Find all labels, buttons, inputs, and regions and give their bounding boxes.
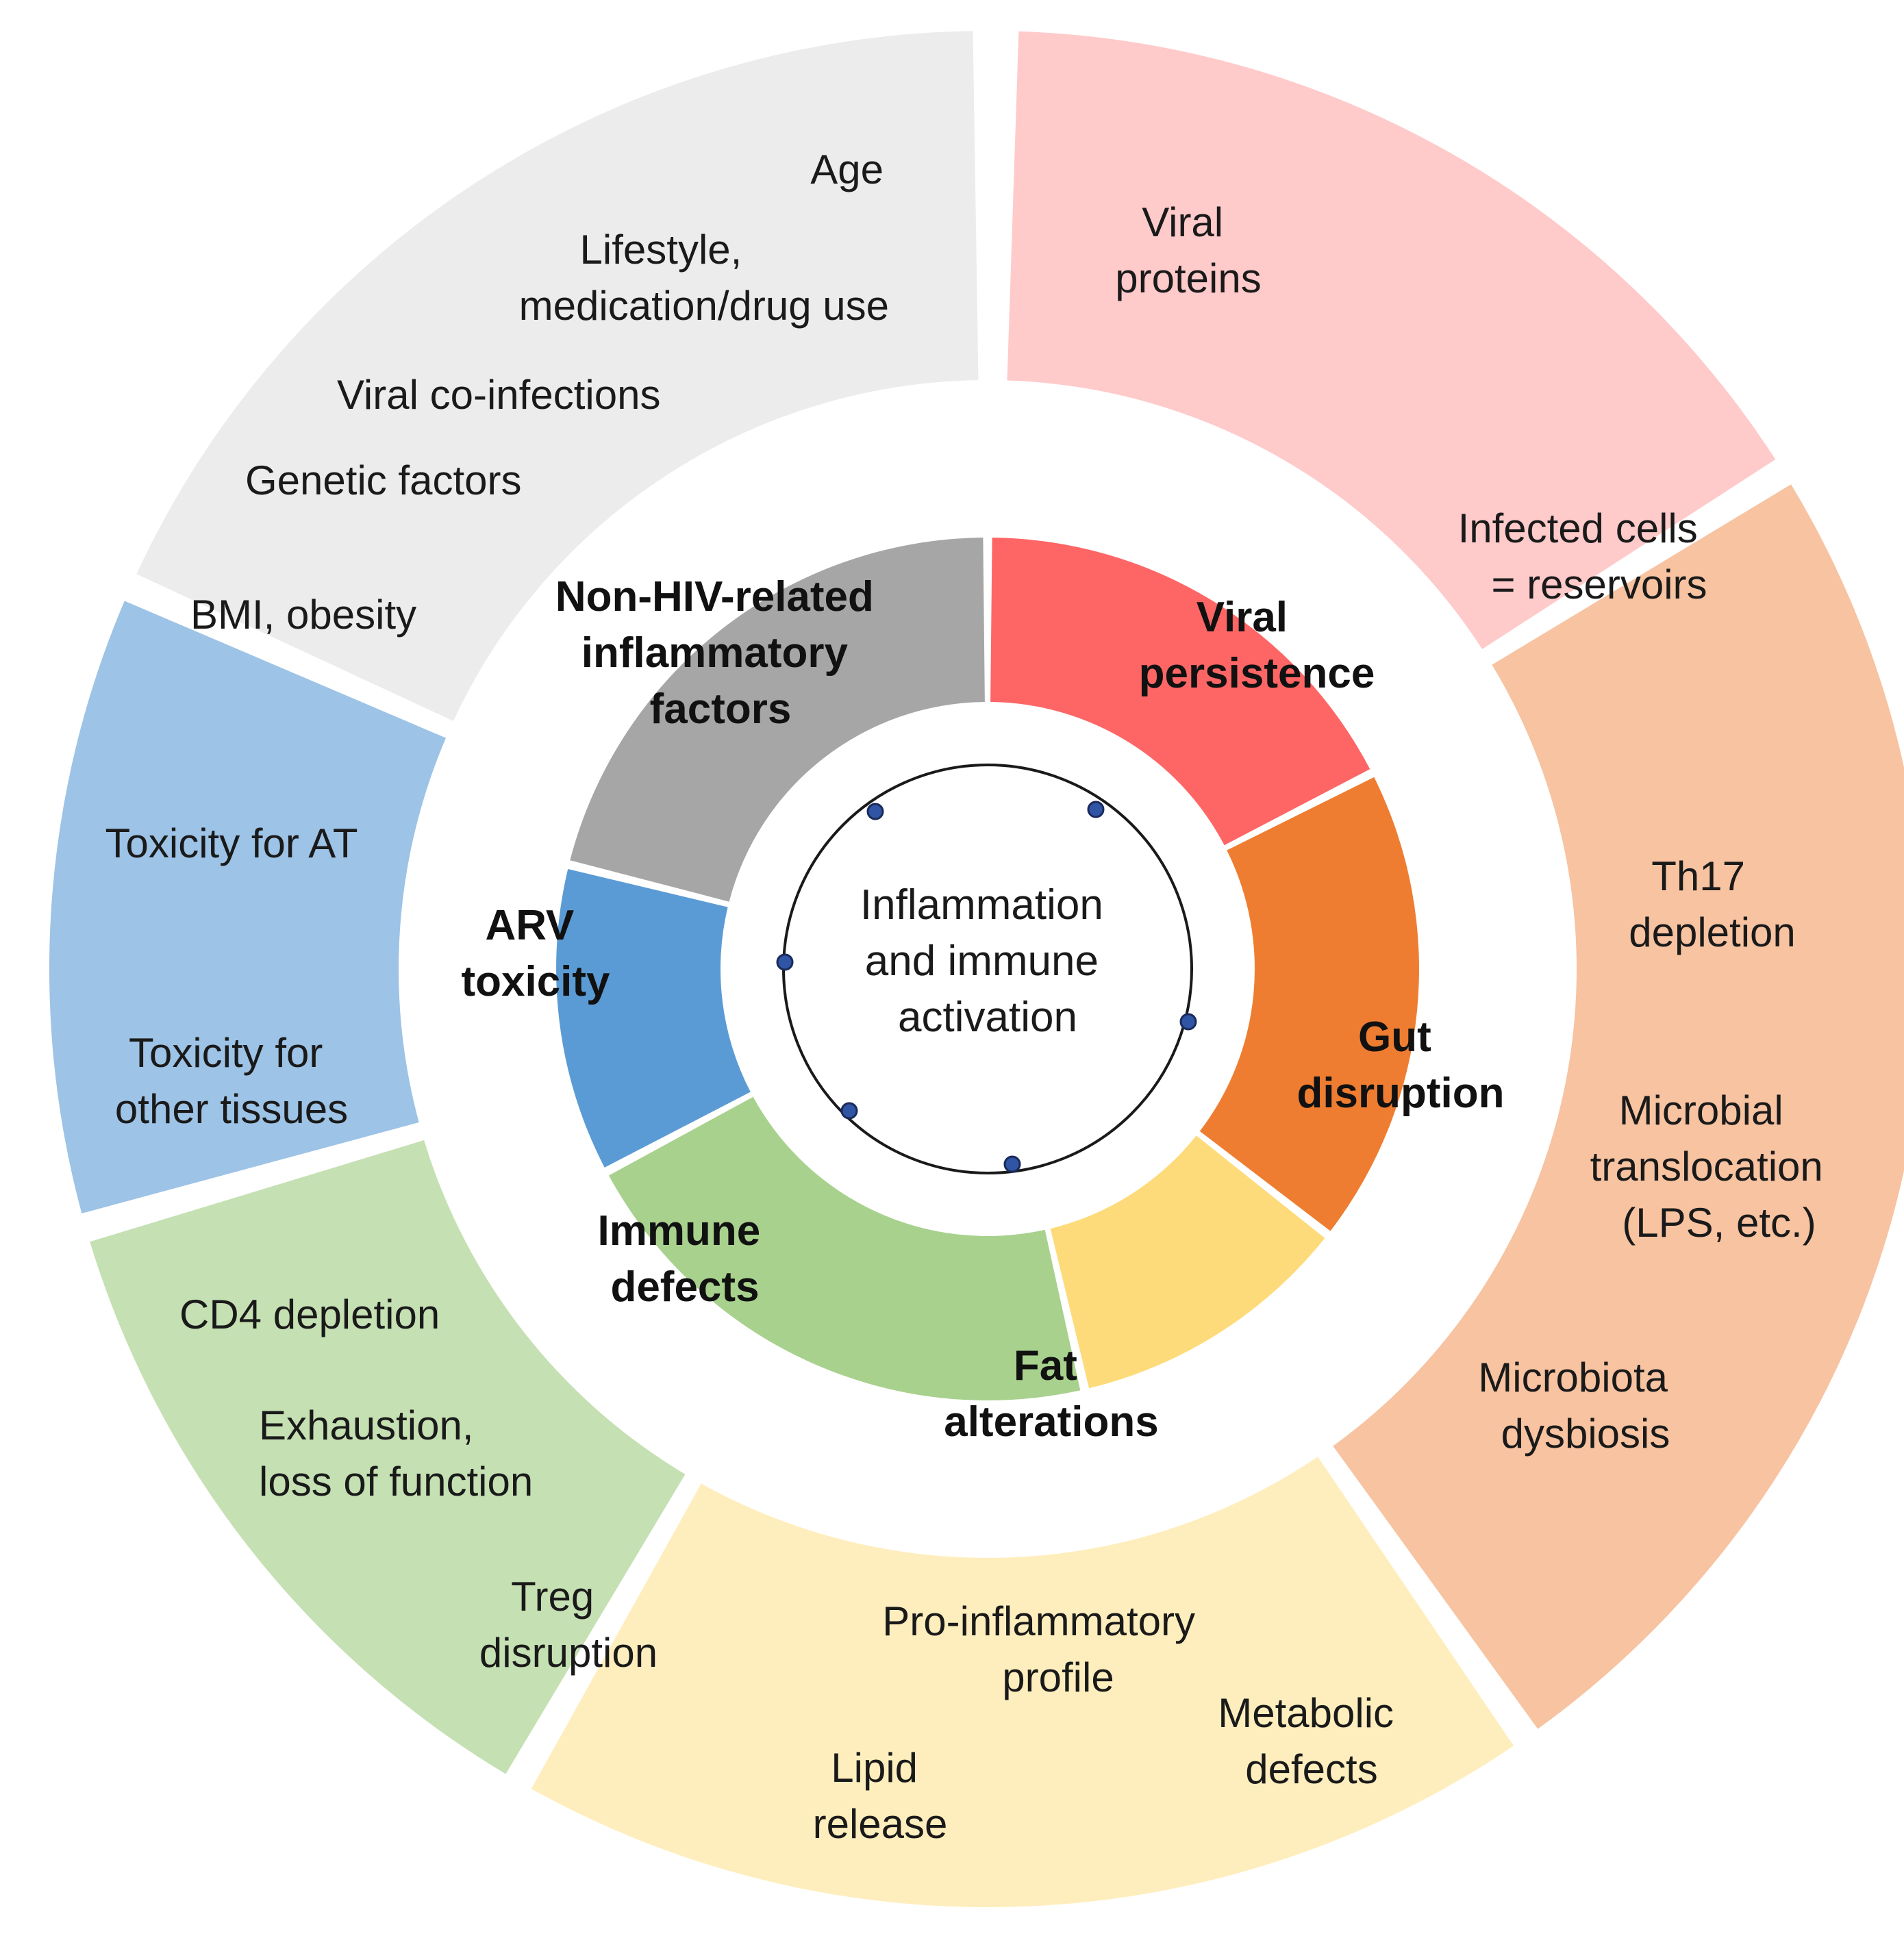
- inner-sector-immune-defects: [608, 1096, 1081, 1400]
- outer-sector-non-hiv-factors: [136, 31, 979, 721]
- item-line: profile: [1002, 1654, 1114, 1700]
- center-label: Inflammation and immune activation: [860, 881, 1115, 1041]
- inner-label-gut-disruption: Gut disruption: [1297, 1014, 1504, 1117]
- item-line: = reservoirs: [1491, 562, 1707, 607]
- item-line: Exhaustion,: [259, 1402, 474, 1448]
- cycle-dot: [776, 953, 794, 971]
- item-line: disruption: [479, 1630, 657, 1676]
- outer-ring: [49, 31, 1904, 1908]
- item-line: Viral: [1142, 199, 1223, 245]
- cycle-dot: [1003, 1155, 1021, 1173]
- inner-label-non-hiv-factors: Non-HIV-related inflammatory factors: [555, 573, 886, 733]
- inner-label-immune-defects: Immune defects: [598, 1207, 773, 1311]
- item-line: BMI, obesity: [190, 592, 416, 638]
- outer-item-age: Age: [810, 147, 884, 192]
- outer-sector-arv-toxicity: [49, 601, 446, 1213]
- outer-item-metabolic: Metabolic defects: [1218, 1690, 1405, 1792]
- label-line: disruption: [1297, 1070, 1504, 1117]
- inner-sector-arv-toxicity: [556, 869, 751, 1168]
- outer-item-lifestyle: Lifestyle, medication/drug use: [519, 227, 889, 329]
- label-line: Gut: [1358, 1014, 1431, 1061]
- center-line: Inflammation: [860, 881, 1103, 929]
- outer-labels: Viral proteins Infected cells = reservoi…: [105, 147, 1835, 1847]
- label-line: persistence: [1139, 650, 1375, 697]
- label-line: inflammatory: [581, 629, 849, 677]
- cycle-dot: [1179, 1013, 1197, 1031]
- inner-label-arv-toxicity: ARV toxicity: [461, 902, 610, 1005]
- item-line: Toxicity for AT: [105, 820, 358, 866]
- outer-sector-immune-defects: [90, 1140, 686, 1774]
- item-line: Lifestyle,: [580, 227, 742, 273]
- outer-item-pro-inflammatory: Pro-inflammatory profile: [882, 1598, 1206, 1700]
- item-line: medication/drug use: [519, 283, 889, 329]
- item-line: Viral co-infections: [337, 372, 660, 418]
- item-line: translocation: [1590, 1144, 1823, 1190]
- outer-item-treg: Treg disruption: [479, 1574, 657, 1676]
- label-line: defects: [610, 1263, 759, 1311]
- outer-item-infected-cells: Infected cells = reservoirs: [1458, 505, 1709, 607]
- label-line: alterations: [944, 1398, 1159, 1446]
- outer-item-toxicity-other: Toxicity for other tissues: [115, 1030, 348, 1132]
- center-line: activation: [898, 994, 1077, 1041]
- item-line: Toxicity for: [129, 1030, 323, 1076]
- outer-item-viral-proteins: Viral proteins: [1115, 199, 1261, 301]
- item-line: loss of function: [259, 1459, 533, 1505]
- label-line: ARV: [485, 902, 574, 949]
- inner-sector-gut-disruption: [1199, 777, 1419, 1231]
- cycle-dot: [840, 1102, 858, 1120]
- item-line: release: [813, 1801, 948, 1847]
- label-line: toxicity: [461, 958, 610, 1005]
- item-line: Microbial: [1619, 1087, 1783, 1133]
- item-line: Pro-inflammatory: [882, 1598, 1195, 1644]
- outer-item-exhaustion: Exhaustion, loss of function: [259, 1402, 533, 1505]
- outer-sector-viral-persistence: [1007, 31, 1776, 649]
- item-line: (LPS, etc.): [1622, 1200, 1816, 1246]
- cycle-dot: [1087, 801, 1105, 818]
- item-line: Metabolic: [1218, 1690, 1394, 1736]
- outer-item-microbiota: Microbiota dysbiosis: [1478, 1355, 1679, 1457]
- inner-sector-viral-persistence: [990, 538, 1370, 846]
- inner-sector-fat-alterations: [1050, 1135, 1325, 1389]
- item-line: Age: [810, 147, 884, 192]
- item-line: CD4 depletion: [179, 1292, 440, 1337]
- outer-item-genetic: Genetic factors: [245, 457, 522, 503]
- outer-item-lipid: Lipid release: [813, 1745, 948, 1847]
- cycle-dot: [866, 803, 884, 820]
- outer-sector-gut-disruption: [1333, 484, 1904, 1729]
- inner-ring: [556, 538, 1419, 1400]
- inner-label-fat-alterations: Fat alterations: [944, 1342, 1159, 1446]
- item-line: Infected cells: [1458, 505, 1698, 551]
- outer-item-th17: Th17 depletion: [1629, 853, 1796, 955]
- center-hub: Inflammation and immune activation: [776, 764, 1197, 1174]
- outer-sector-fat-alterations: [531, 1457, 1514, 1908]
- label-line: factors: [650, 685, 792, 733]
- label-line: Viral: [1197, 594, 1288, 641]
- item-line: depletion: [1629, 909, 1796, 955]
- outer-item-microbial-translocation: Microbial translocation (LPS, etc.): [1590, 1087, 1835, 1246]
- outer-item-toxicity-at: Toxicity for AT: [105, 820, 358, 866]
- item-line: Microbiota: [1478, 1355, 1668, 1400]
- item-line: Genetic factors: [245, 457, 522, 503]
- item-line: Treg: [511, 1574, 594, 1620]
- inner-label-viral-persistence: Viral persistence: [1139, 594, 1375, 697]
- inner-sector-non-hiv-factors: [570, 538, 985, 902]
- center-line: and immune: [865, 937, 1099, 985]
- outer-item-cd4: CD4 depletion: [179, 1292, 440, 1337]
- item-line: other tissues: [115, 1086, 348, 1132]
- outer-item-viral-coinfections: Viral co-infections: [337, 372, 660, 418]
- item-line: Th17: [1651, 853, 1745, 899]
- outer-item-bmi: BMI, obesity: [190, 592, 416, 638]
- item-line: Lipid: [831, 1745, 918, 1791]
- item-line: proteins: [1115, 255, 1261, 301]
- inner-labels: Viral persistence Gut disruption Fat alt…: [461, 573, 1504, 1446]
- item-line: dysbiosis: [1501, 1411, 1670, 1457]
- label-line: Non-HIV-related: [555, 573, 874, 620]
- item-line: defects: [1245, 1746, 1377, 1792]
- label-line: Fat: [1014, 1342, 1077, 1389]
- label-line: Immune: [598, 1207, 761, 1255]
